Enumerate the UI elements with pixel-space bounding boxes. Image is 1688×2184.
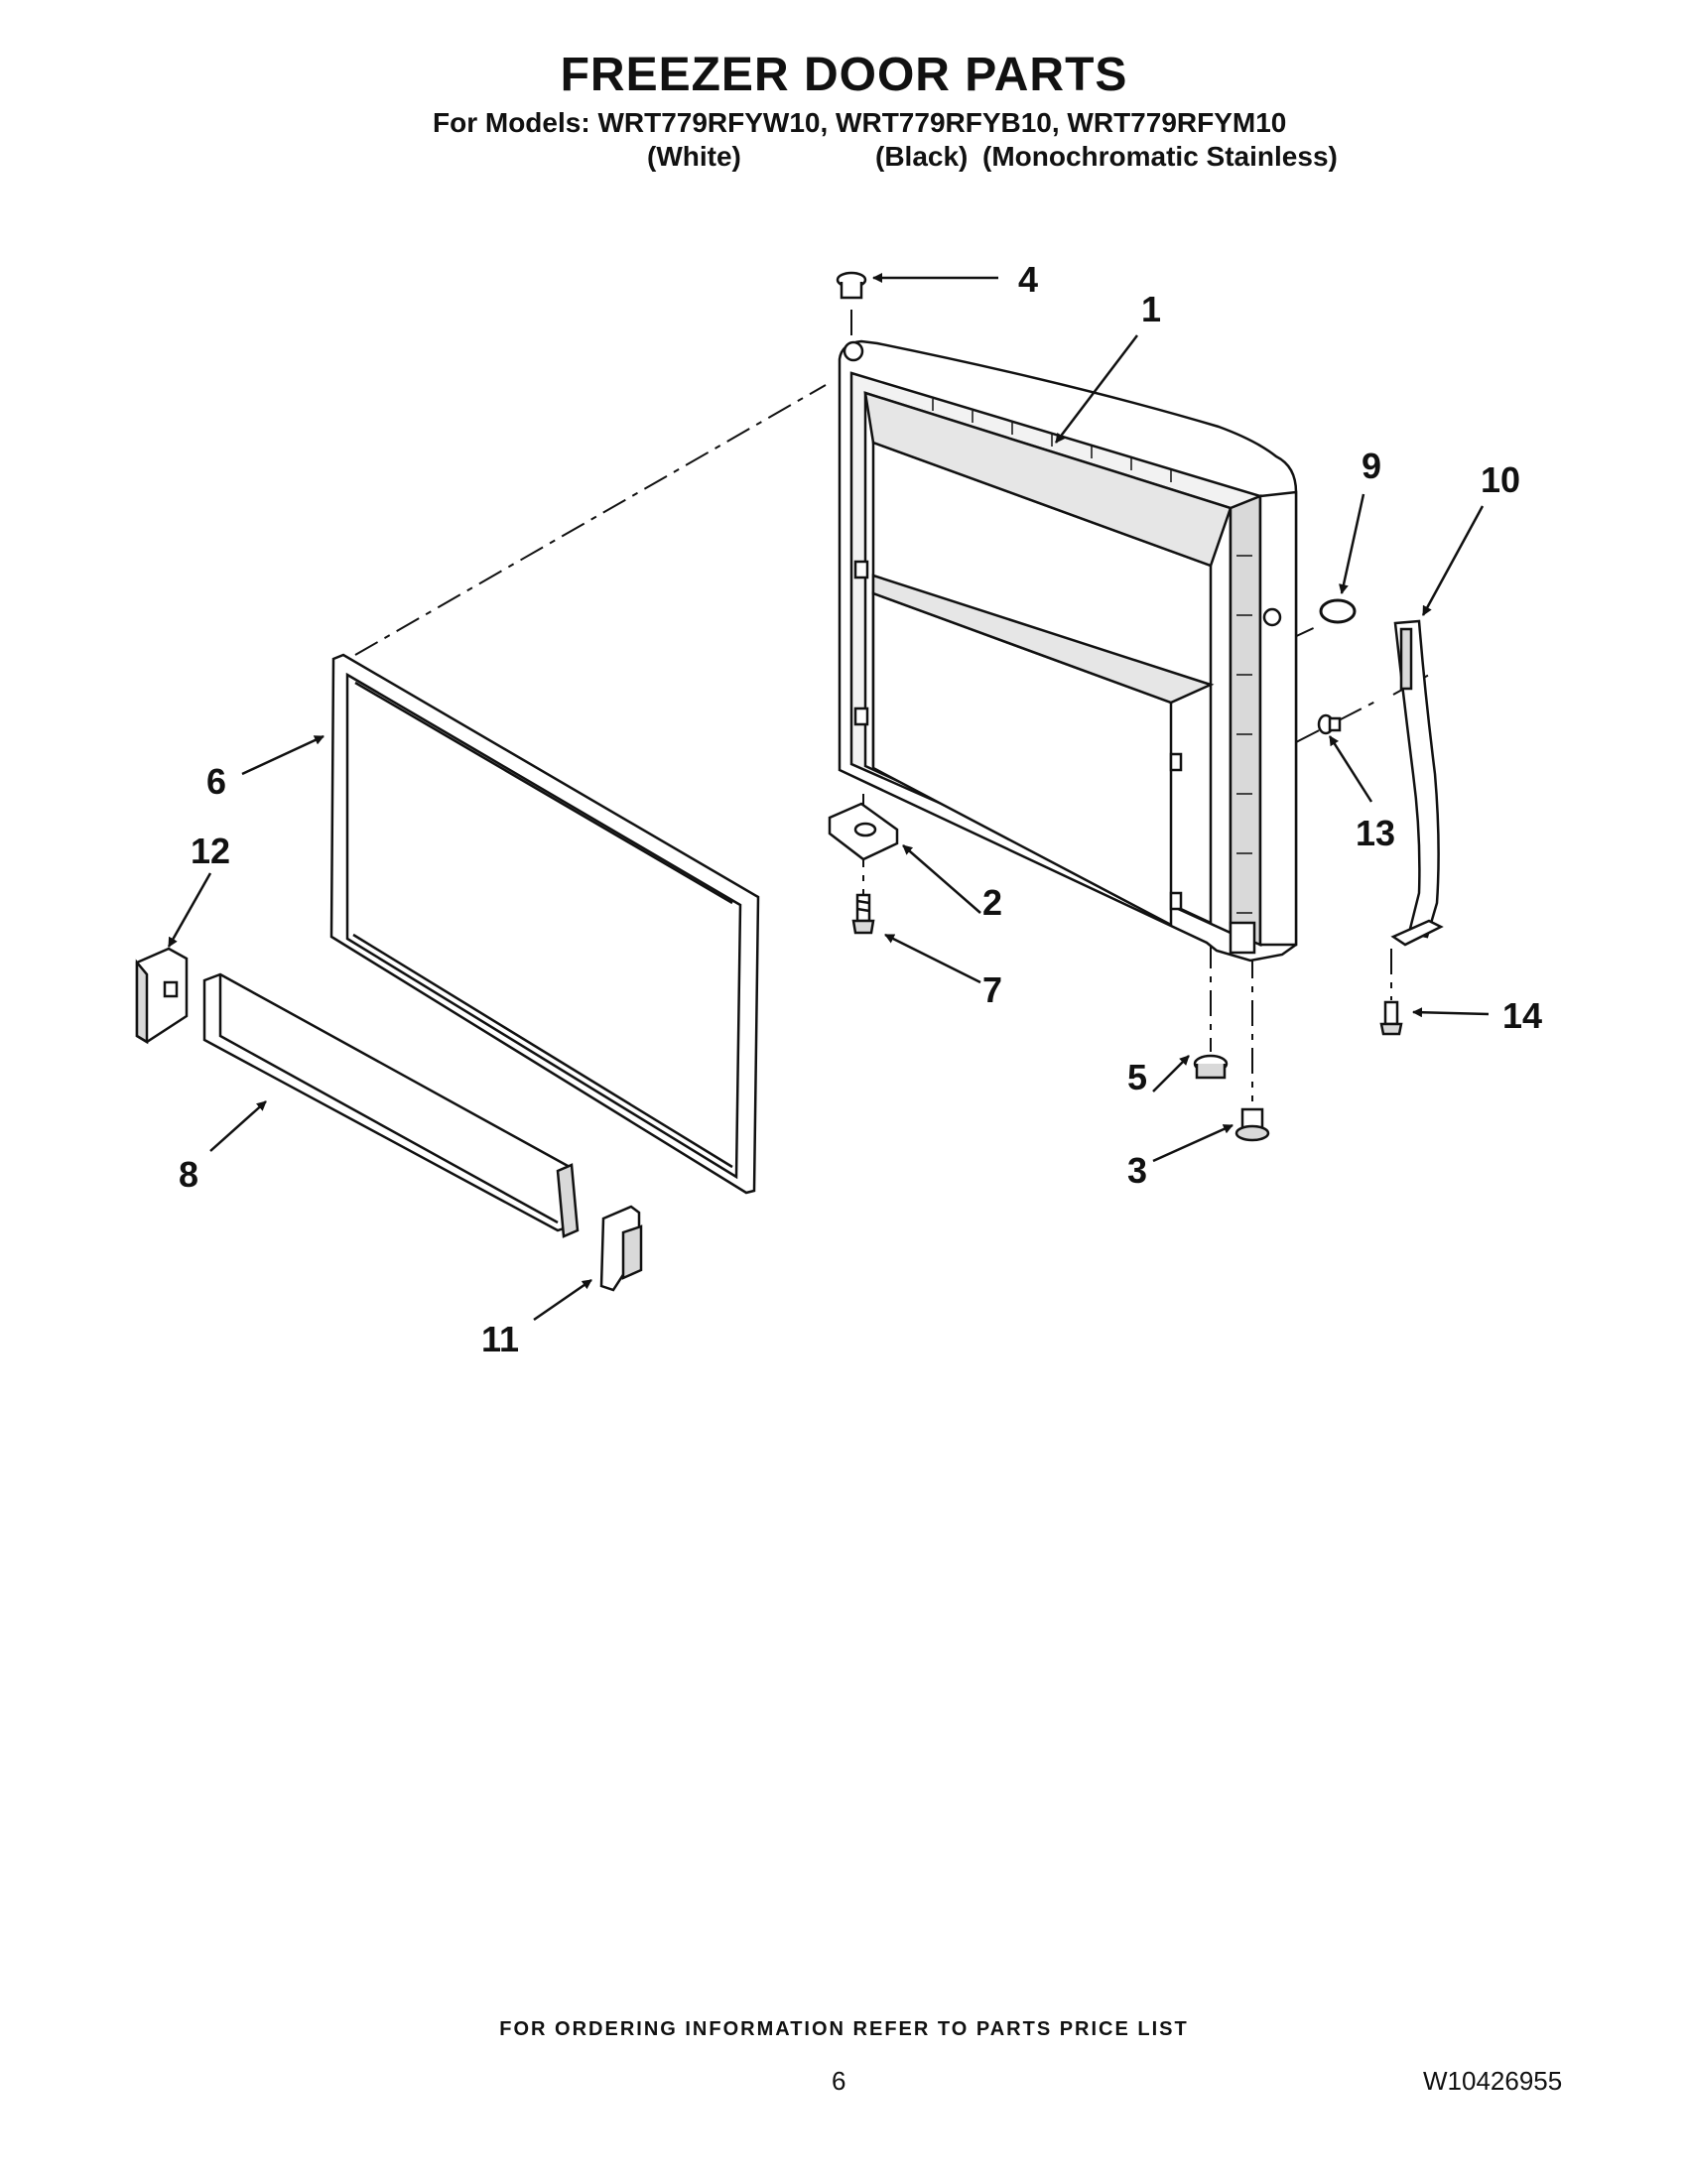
callout-6: 6 — [206, 761, 226, 802]
right-end-cap — [599, 1205, 643, 1292]
models-line: For Models: WRT779RFYW10, WRT779RFYB10, … — [433, 107, 1287, 138]
variant-stainless: (Monochromatic Stainless) — [982, 141, 1338, 172]
callout-7: 7 — [982, 969, 1002, 1010]
hinge-screw — [851, 893, 875, 935]
callout-14: 14 — [1502, 995, 1542, 1036]
top-hinge-pin — [836, 271, 867, 300]
leader-arrows — [167, 273, 1490, 1322]
ordering-note: FOR ORDERING INFORMATION REFER TO PARTS … — [499, 2018, 1189, 2040]
bottom-nut — [1193, 1054, 1229, 1080]
trim-strip — [202, 972, 580, 1238]
handle-bracket-screw — [1379, 1000, 1403, 1036]
page-number: 6 — [832, 2066, 846, 2096]
callout-9: 9 — [1362, 446, 1381, 486]
callout-8: 8 — [179, 1154, 198, 1195]
variant-black: (Black) — [875, 141, 969, 172]
handle-screw — [1317, 713, 1342, 735]
callout-2: 2 — [982, 882, 1002, 923]
door-ribs — [932, 399, 1252, 914]
variant-white: (White) — [647, 141, 741, 172]
callout-10: 10 — [1481, 459, 1520, 500]
door-gasket — [329, 653, 760, 1195]
callout-4: 4 — [1018, 259, 1038, 300]
callout-13: 13 — [1356, 813, 1395, 853]
callout-5: 5 — [1127, 1057, 1147, 1097]
freezer-door — [838, 339, 1298, 963]
bottom-hinge-pin — [1234, 1107, 1270, 1142]
door-handle — [1390, 619, 1444, 947]
callout-1: 1 — [1141, 289, 1161, 329]
callout-11: 11 — [481, 1319, 519, 1359]
document-code: W10426955 — [1423, 2066, 1563, 2096]
callout-12: 12 — [191, 831, 230, 871]
left-end-cap — [135, 947, 189, 1045]
o-ring — [1319, 598, 1357, 624]
hinge-plate — [828, 802, 899, 861]
page-title: FREEZER DOOR PARTS — [560, 49, 1128, 101]
callout-3: 3 — [1127, 1150, 1147, 1191]
